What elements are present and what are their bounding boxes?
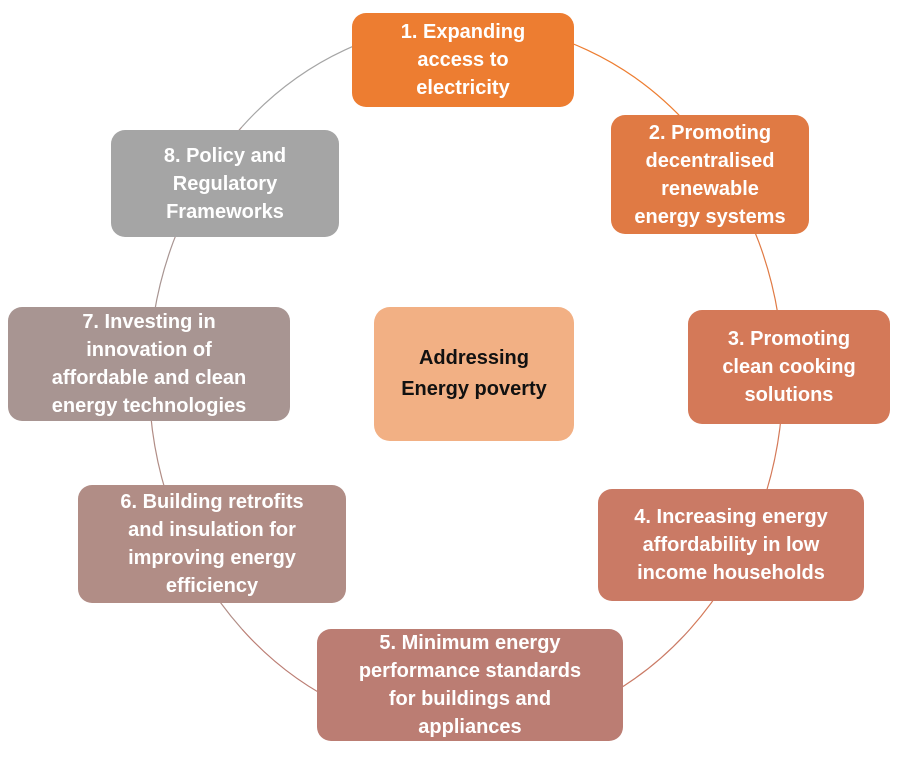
center-topic-box: Addressing Energy poverty	[374, 307, 574, 441]
step-7-label: 7. Investing in innovation of affordable…	[51, 311, 247, 417]
step-3-box: 3. Promoting clean cooking solutions	[688, 310, 890, 424]
step-3-label: 3. Promoting clean cooking solutions	[722, 328, 856, 406]
step-1-box: 1. Expanding access to electricity	[352, 13, 574, 107]
step-1-label: 1. Expanding access to electricity	[400, 21, 526, 99]
step-7-box: 7. Investing in innovation of affordable…	[8, 307, 290, 421]
step-2-box: 2. Promoting decentralised renewable ene…	[611, 115, 809, 234]
step-4-box: 4. Increasing energy affordability in lo…	[598, 489, 864, 601]
step-8-label: 8. Policy and Regulatory Frameworks	[163, 144, 287, 223]
step-2-label: 2. Promoting decentralised renewable ene…	[634, 121, 786, 228]
step-5-box: 5. Minimum energy performance standards …	[317, 629, 623, 741]
step-8-box: 8. Policy and Regulatory Frameworks	[111, 130, 339, 237]
center-topic-label: Addressing Energy poverty	[401, 347, 547, 400]
step-4-label: 4. Increasing energy affordability in lo…	[634, 506, 828, 584]
step-5-label: 5. Minimum energy performance standards …	[358, 632, 582, 738]
step-6-label: 6. Building retrofits and insulation for…	[120, 491, 304, 597]
step-6-box: 6. Building retrofits and insulation for…	[78, 485, 346, 603]
